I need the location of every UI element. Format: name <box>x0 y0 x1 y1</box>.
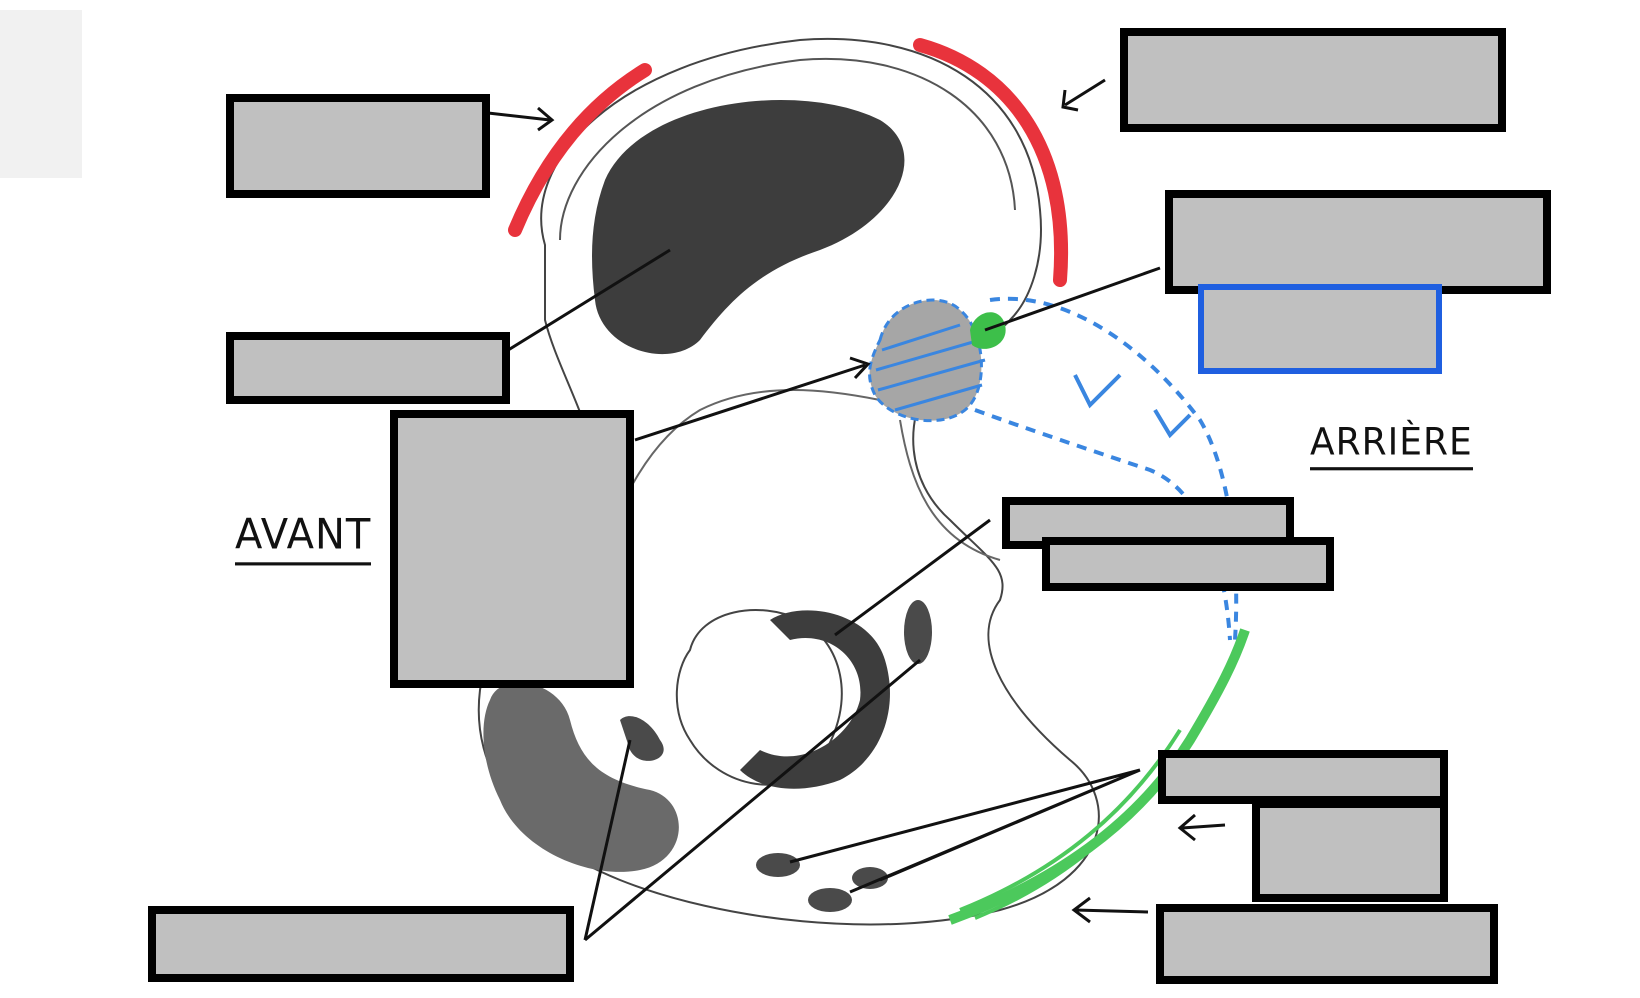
answer-box-right-upper-selected[interactable] <box>1198 284 1442 374</box>
answer-box-right-upper[interactable] <box>1165 190 1551 294</box>
answer-box-right-lower-a[interactable] <box>1158 750 1448 804</box>
answer-box-top-right[interactable] <box>1120 28 1506 132</box>
small-structure-left <box>620 716 664 761</box>
line-vertebra <box>834 518 991 637</box>
blob-1 <box>756 853 800 877</box>
lines-right-lower <box>789 768 1141 894</box>
vertebral-body-ring <box>740 610 890 789</box>
leader-lines <box>487 78 1226 942</box>
organ-large <box>592 100 905 355</box>
answer-box-right-lower-b[interactable] <box>1252 800 1448 902</box>
green-nodule <box>970 312 1006 349</box>
blue-v-left <box>1073 373 1122 409</box>
red-layer-left <box>508 63 652 237</box>
blob-2 <box>808 888 852 912</box>
line-green-nodule <box>984 266 1161 332</box>
blue-hatched-structure <box>868 298 986 423</box>
body-outline <box>477 38 1100 926</box>
small-structure-right <box>904 600 932 664</box>
faded-background-shape <box>0 10 82 178</box>
kidney-left <box>483 682 679 872</box>
inner-line-left <box>599 389 881 561</box>
inner-outline <box>559 57 1016 241</box>
answer-box-bottom-right[interactable] <box>1156 904 1498 984</box>
answer-box-left-middle[interactable] <box>226 332 510 404</box>
arrow-top-left <box>487 106 555 132</box>
answer-box-left-large[interactable] <box>390 410 634 688</box>
answer-box-center-right-b[interactable] <box>1042 537 1334 591</box>
answer-box-bottom-left[interactable] <box>148 906 574 982</box>
arrow-right-lower-b <box>1177 813 1226 842</box>
arrow-bottom-right <box>1071 896 1149 924</box>
red-layer-right <box>913 38 1069 287</box>
blob-3 <box>852 867 888 889</box>
label-back: ARRIÈRE <box>1310 421 1473 471</box>
blue-v-right <box>1153 408 1192 439</box>
arrow-top-right <box>1061 78 1106 112</box>
arrow-blue-structure <box>634 356 871 442</box>
inner-line-right <box>899 419 1001 561</box>
lines-bottom-left <box>583 658 921 942</box>
answer-box-top-left[interactable] <box>226 94 490 198</box>
label-front: AVANT <box>235 511 372 566</box>
line-organ-large <box>504 248 671 354</box>
